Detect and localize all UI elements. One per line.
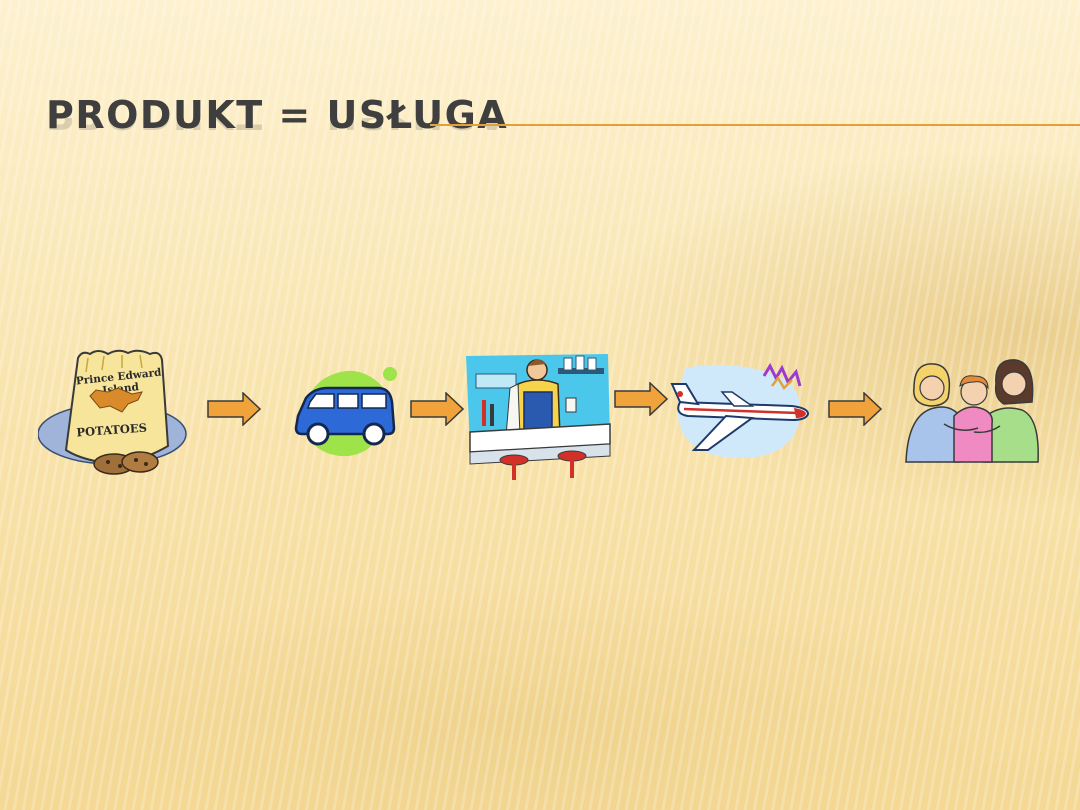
potato-sack-icon: Prince Edward Island POTATOES <box>38 346 190 480</box>
airplane-icon <box>668 362 814 464</box>
family-icon <box>904 354 1042 466</box>
slide-title: PRODUKT = USŁUGA <box>46 93 509 137</box>
flow-arrow-2 <box>410 392 464 426</box>
flow-arrow-4 <box>828 392 882 426</box>
bartender-icon <box>462 352 612 482</box>
flow-arrow-1 <box>207 392 261 426</box>
van-icon <box>294 362 402 464</box>
slide-title-reflection: PRODUKT = USŁUGA <box>46 118 508 138</box>
title-underline <box>430 124 1080 126</box>
flow-arrow-3 <box>614 382 668 416</box>
sack-text-line3: POTATOES <box>76 421 147 440</box>
